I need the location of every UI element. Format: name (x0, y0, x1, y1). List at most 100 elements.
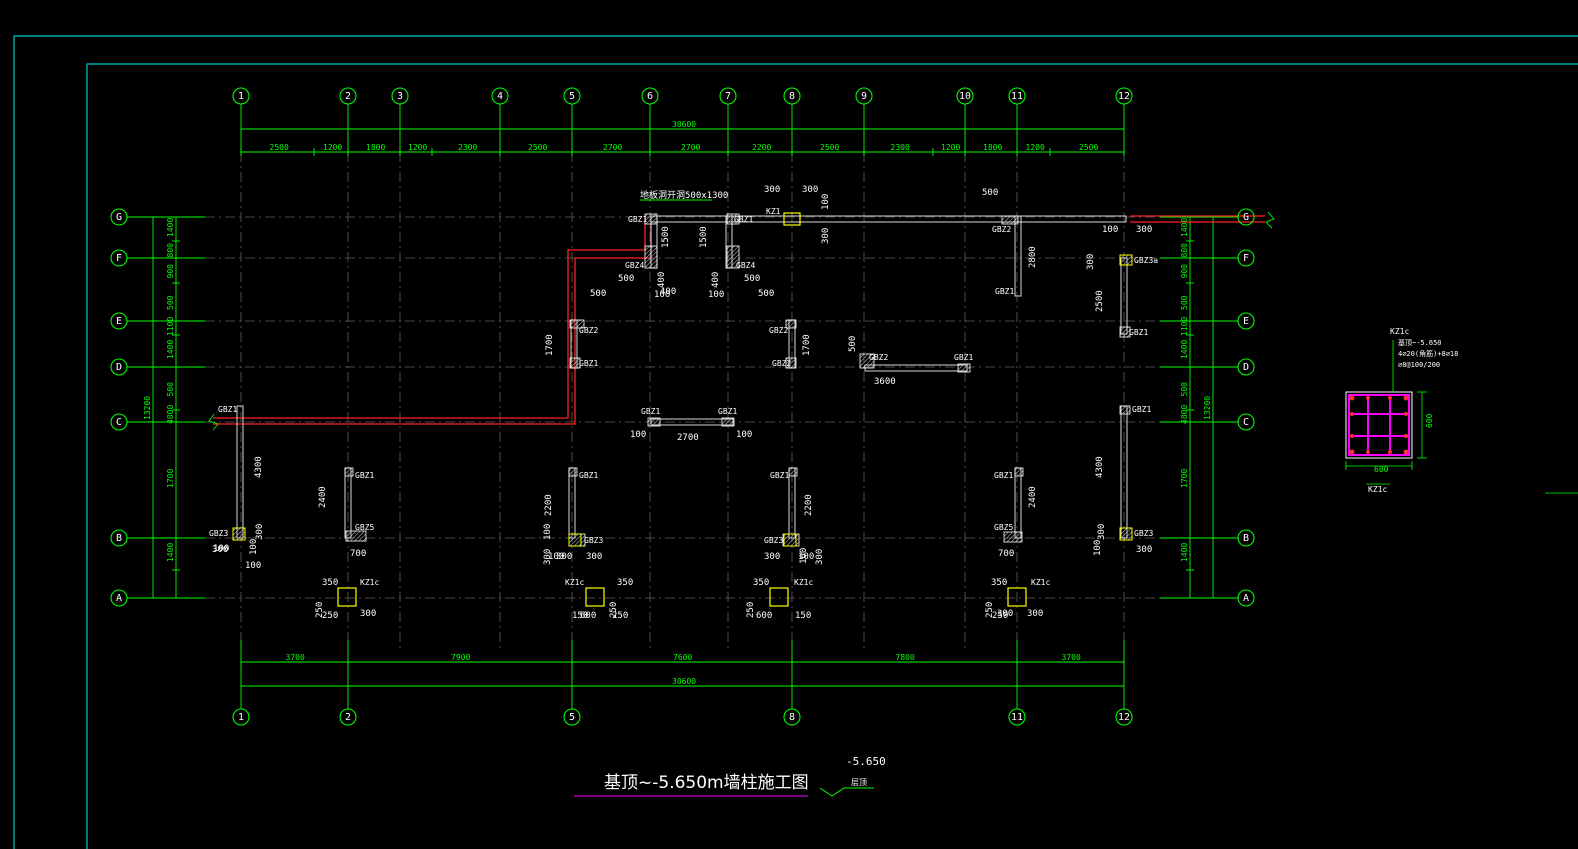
kz-frame-columns (337, 212, 1027, 607)
dim-left-span-3: 500 (166, 295, 175, 310)
vdim-label-d300-21: 300 (543, 549, 553, 565)
dimension-lines (127, 104, 1238, 709)
gbz-column-10 (647, 417, 661, 427)
label-gbz5-20: GBZ5 (355, 523, 374, 532)
gbz-column-0 (644, 213, 658, 225)
detail-note-3: ⌀8@100/200 (1398, 361, 1440, 369)
axis-bubble-top-9-label: 9 (861, 91, 867, 102)
dim-label-d300-16: 300 (556, 552, 572, 562)
axis-bubble-right-C-ring (1237, 413, 1255, 431)
axis-bubble-top-8-label: 8 (789, 91, 795, 102)
label-gbz4-3: GBZ4 (736, 261, 755, 270)
axis-bubble-left-B: B (110, 529, 128, 547)
axis-bubble-left-E: E (110, 312, 128, 330)
axis-bubble-left-A: A (110, 589, 128, 607)
elevation-note: 层顶 (851, 778, 867, 787)
axis-bubble-right-G-label: G (1243, 212, 1249, 223)
axis-bubble-right-B: B (1237, 529, 1255, 547)
gbz-column-17 (345, 530, 367, 542)
axis-bubble-bottom-8-label: 8 (789, 712, 795, 723)
label-gbz2-12: GBZ2 (992, 225, 1011, 234)
dim-right-span-2: 900 (1180, 264, 1189, 279)
axis-bubble-bottom-2-label: 2 (345, 712, 351, 723)
dim-bottom-total: 30600 (672, 677, 696, 686)
vdim-label-d300-18: 300 (255, 524, 265, 540)
gbz-column-6 (785, 319, 797, 329)
dim-top-span-13: 1200 (1026, 143, 1045, 152)
gbz-column-14 (1119, 326, 1131, 338)
vdim-label-d1700-2: 1700 (545, 334, 555, 356)
dim-label-d350-40: 350 (991, 578, 1007, 588)
dim-bottom-span-0: 3700 (286, 653, 305, 662)
vdim-label-d1500-0: 1500 (661, 226, 671, 248)
dim-label-d400-8: 400 (660, 287, 676, 297)
label-kz1c-29: KZ1c (565, 578, 584, 587)
vdim-label-d2500-8: 2500 (1095, 290, 1105, 312)
label-gbz1-16: GBZ1 (218, 405, 237, 414)
axis-bubble-top-10: 10 (956, 87, 974, 105)
axis-bubble-top-4: 4 (491, 87, 509, 105)
label-gbz1-21: GBZ1 (579, 471, 598, 480)
axis-bubble-bottom-11-ring (1008, 708, 1026, 726)
dim-left-span-2: 900 (166, 264, 175, 279)
dim-label-d300-21: 300 (1136, 545, 1152, 555)
axis-bubble-left-E-ring (110, 312, 128, 330)
dim-label-d250-35: 250 (992, 611, 1008, 621)
axis-bubble-bottom-2: 2 (339, 708, 357, 726)
label-kz1c-28: KZ1c (360, 578, 379, 587)
gbz-column-1 (726, 213, 740, 225)
dim-label-d150-33: 150 (795, 611, 811, 621)
axis-bubble-right-F-label: F (1243, 253, 1249, 264)
gbz-column-18 (568, 467, 578, 477)
vdim-label-d400-11: 400 (657, 272, 667, 288)
label-gbz1-23: GBZ1 (770, 471, 789, 480)
axis-bubble-bottom-1: 1 (232, 708, 250, 726)
dim-label-d700-22: 700 (998, 549, 1014, 559)
gbz-column-23 (1003, 531, 1023, 543)
detail-note-1: 基顶~-5.650 (1398, 338, 1442, 347)
axis-bubble-top-12: 12 (1115, 87, 1133, 105)
axis-bubble-left-F: F (110, 249, 128, 267)
dim-label-d350-39: 350 (753, 578, 769, 588)
dim-bottom-span-1: 7900 (451, 653, 470, 662)
dim-label-d300-1: 300 (802, 185, 818, 195)
dim-top-span-8: 2200 (752, 143, 771, 152)
axis-bubble-right-A: A (1237, 589, 1255, 607)
axis-bubble-top-10-ring (956, 87, 974, 105)
axis-bubble-top-9: 9 (855, 87, 873, 105)
axis-grid-lines (205, 152, 1160, 650)
dim-right-total: 13200 (1203, 396, 1212, 420)
axis-bubble-top-6-label: 6 (647, 91, 653, 102)
dim-label-d100-25: 100 (630, 430, 646, 440)
label-gbz1-13: GBZ1 (995, 287, 1014, 296)
drawing-title-block: 基顶~-5.650m墙柱施工图 -5.650 层顶 (574, 755, 886, 797)
dim-top-span-14: 2500 (1079, 143, 1098, 152)
dim-label-d300-13: 300 (212, 545, 228, 555)
dim-label-d300-18: 300 (586, 552, 602, 562)
dim-label-d250-31: 250 (612, 611, 628, 621)
dim-label-d300-0: 300 (764, 185, 780, 195)
label-gbz2-7: GBZ2 (772, 359, 791, 368)
vdim-label-d300-22: 300 (815, 549, 825, 565)
dim-label-d350-37: 350 (322, 578, 338, 588)
axis-bubble-top-7-ring (719, 87, 737, 105)
dim-top-total: 30600 (672, 120, 696, 129)
vdim-label-d1500-1: 1500 (699, 226, 709, 248)
axis-bubble-right-E-ring (1237, 312, 1255, 330)
column-detail-kz1c[interactable]: KZ1c 基顶~-5.650 4⌀20(角筋)+8⌀18 ⌀8@100/200 … (1345, 327, 1578, 494)
gbz-column-13 (1119, 254, 1133, 266)
dim-top-span-12: 1800 (983, 143, 1002, 152)
dim-right-span-9: 1400 (1180, 543, 1189, 562)
vdim-label-d400-10: 400 (711, 272, 721, 288)
axis-bubble-top-1-label: 1 (238, 91, 244, 102)
gbz-column-3 (726, 245, 740, 269)
dim-label-d100-9: 100 (654, 290, 670, 300)
gbz-highlight-4 (1119, 254, 1133, 266)
gbz-column-11 (721, 417, 735, 427)
gbz-highlight-2 (783, 533, 797, 547)
drawing-frame (13, 35, 1578, 849)
dim-bottom-span-4: 3700 (1062, 653, 1081, 662)
vdim-label-d100-23: 100 (799, 548, 809, 564)
label-gbz1-15: GBZ1 (1129, 328, 1148, 337)
